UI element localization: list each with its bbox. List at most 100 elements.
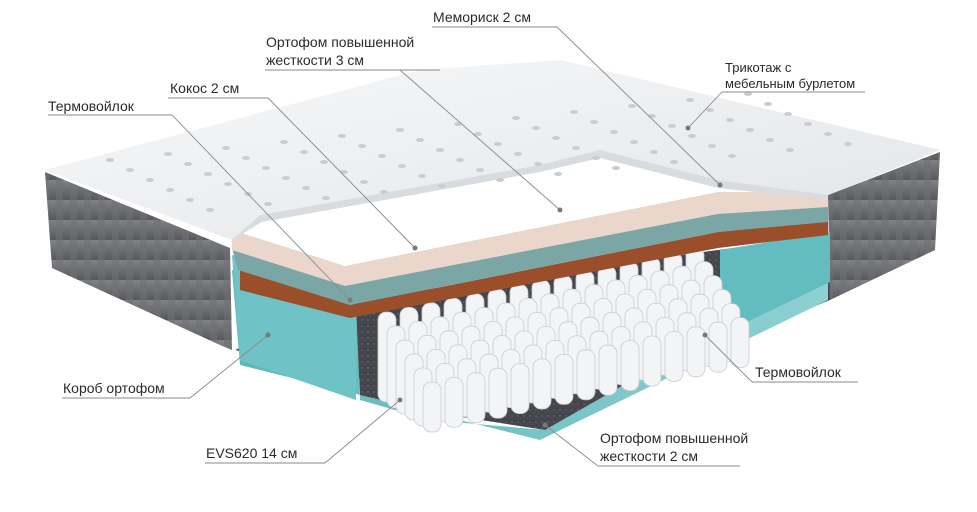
tuft-button: [592, 156, 600, 160]
tuft-button: [378, 154, 386, 158]
pocket-springs: [377, 247, 750, 433]
spring-pocket: [642, 335, 662, 387]
tuft-button: [264, 202, 272, 206]
tuft-button: [494, 142, 502, 146]
tuft-button: [416, 138, 424, 142]
tuft-button: [746, 128, 754, 132]
tuft-button: [360, 180, 368, 184]
tuft-button: [786, 148, 794, 152]
tuft-button: [204, 172, 212, 176]
tuft-button: [476, 168, 484, 172]
tuft-button: [612, 166, 620, 170]
tuft-button: [766, 138, 774, 142]
tuft-button: [106, 158, 114, 162]
tuft-button: [572, 146, 580, 150]
spring-pocket: [664, 330, 684, 382]
tuft-button: [146, 178, 154, 182]
spring-pocket: [532, 358, 552, 410]
tuft-button: [514, 152, 522, 156]
tuft-button: [186, 198, 194, 202]
spring-pocket: [510, 363, 530, 415]
tuft-button: [764, 102, 772, 106]
tuft-button: [436, 148, 444, 152]
coconut-layer: [240, 220, 828, 318]
label-thermofelt-top: Термовойлок: [48, 98, 135, 114]
tuft-button: [358, 144, 366, 148]
label-knit-line1: Трикотаж с: [725, 60, 792, 75]
tuft-button: [206, 208, 214, 212]
tuft-button: [300, 150, 308, 154]
tuft-button: [708, 144, 716, 148]
tuft-button: [686, 98, 694, 102]
tuft-button: [670, 160, 678, 164]
tuft-button: [320, 160, 328, 164]
label-box-orthofoam: Короб ортофом: [63, 380, 165, 396]
spring-pocket: [488, 367, 508, 419]
tuft-button: [650, 150, 658, 154]
tuft-button: [224, 182, 232, 186]
label-orthofoam-bottom-line1: Ортофом повышенной: [600, 430, 748, 446]
tuft-button: [824, 132, 832, 136]
tuft-button: [532, 126, 540, 130]
spring-pocket: [422, 381, 442, 433]
label-memory-foam: Мемориск 2 см: [433, 9, 531, 25]
tuft-button: [164, 152, 172, 156]
tuft-button: [628, 104, 636, 108]
spring-pocket: [466, 372, 486, 424]
label-coconut: Кокос 2 см: [170, 80, 239, 96]
tuft-button: [282, 176, 290, 180]
tuft-button: [380, 190, 388, 194]
tuft-button: [590, 120, 598, 124]
tuft-button: [302, 186, 310, 190]
tuft-button: [280, 140, 288, 144]
tuft-button: [396, 128, 404, 132]
tuft-button: [534, 162, 542, 166]
spring-pocket: [576, 349, 596, 401]
spring-pocket: [554, 353, 574, 405]
tuft-button: [804, 122, 812, 126]
tuft-button: [496, 178, 504, 182]
tuft-button: [262, 166, 270, 170]
tuft-button: [438, 184, 446, 188]
tuft-button: [552, 136, 560, 140]
tuft-button: [610, 130, 618, 134]
tuft-button: [340, 170, 348, 174]
label-orthofoam-bottom-line2: жесткости 2 см: [600, 448, 698, 464]
tuft-button: [126, 168, 134, 172]
tuft-button: [474, 132, 482, 136]
label-thermofelt-bottom: Термовойлок: [755, 364, 842, 380]
tuft-button: [630, 140, 638, 144]
tuft-button: [744, 92, 752, 96]
callout-labels: Мемориск 2 см Ортофом повышенной жесткос…: [48, 9, 855, 464]
tuft-button: [706, 108, 714, 112]
tufting-dots: [106, 92, 852, 212]
label-springs: EVS620 14 см: [206, 445, 297, 461]
tuft-button: [512, 116, 520, 120]
tuft-button: [398, 164, 406, 168]
tuft-button: [726, 118, 734, 122]
tuft-button: [184, 162, 192, 166]
tuft-button: [242, 156, 250, 160]
tuft-button: [688, 134, 696, 138]
spring-pocket: [620, 340, 640, 392]
spring-pocket: [686, 326, 706, 378]
tuft-button: [222, 146, 230, 150]
spring-pocket: [598, 344, 618, 396]
tuft-button: [554, 172, 562, 176]
tuft-button: [570, 110, 578, 114]
label-knit-line2: мебельным бурлетом: [725, 76, 855, 91]
left-quilted-side: [45, 172, 232, 350]
spring-pocket: [444, 376, 464, 428]
memory-foam-layer: [232, 192, 828, 286]
tuft-button: [338, 134, 346, 138]
spring-pocket: [730, 317, 750, 369]
tuft-button: [728, 154, 736, 158]
leader-lines: [48, 26, 865, 467]
tuft-button: [784, 112, 792, 116]
orthofoam-top-layer: [232, 205, 828, 305]
quilted-top-cover: [45, 60, 940, 240]
tuft-button: [844, 142, 852, 146]
tuft-button: [456, 158, 464, 162]
